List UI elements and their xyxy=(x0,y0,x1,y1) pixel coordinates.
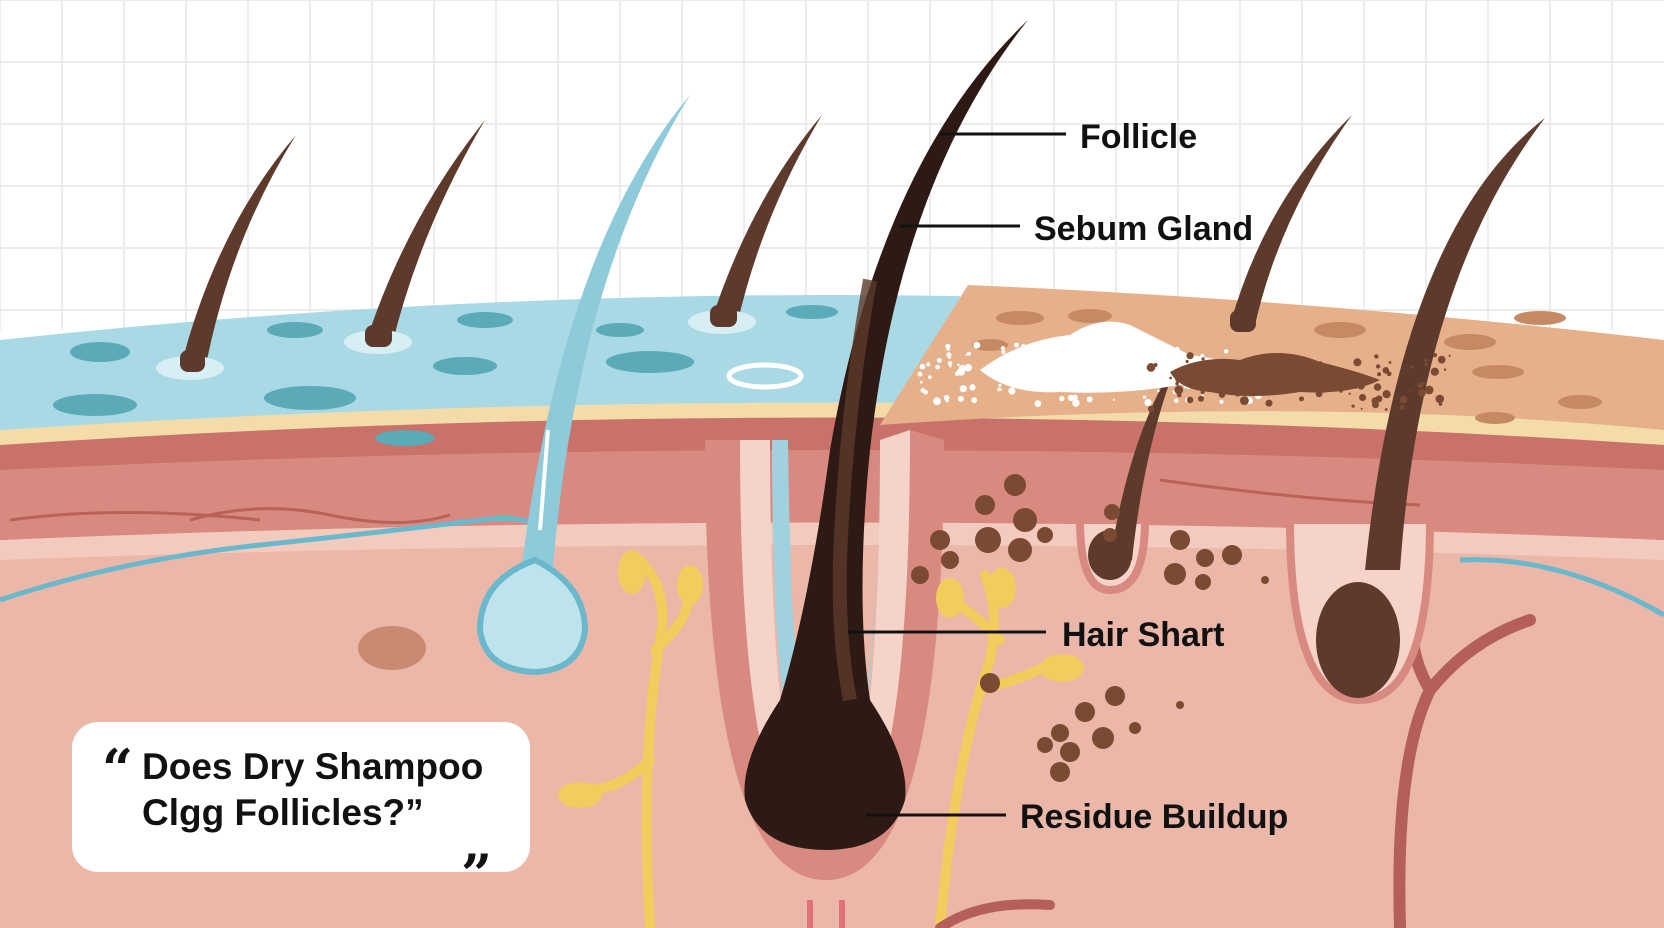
question-line-1: Does Dry Shampoo xyxy=(142,746,484,787)
nerve-line-left xyxy=(0,515,547,603)
blue-hair-shaft xyxy=(520,95,690,580)
nerve-line-right xyxy=(1459,557,1664,618)
skin-spot xyxy=(358,626,426,670)
main-hair-shaft xyxy=(744,20,1028,850)
residue-particles xyxy=(911,474,1269,782)
question-card: “ Does Dry Shampoo Clgg Follicles?” „ xyxy=(72,722,530,872)
callout-lines xyxy=(848,132,1066,817)
dermis-texture-left xyxy=(9,511,261,522)
nerve-ends xyxy=(558,550,1084,808)
close-quote-mark: „ xyxy=(462,811,494,875)
vessel-root xyxy=(807,900,845,928)
dirty-pores xyxy=(972,309,1602,424)
question-line-2: Clgg Follicles?” xyxy=(142,792,424,833)
blood-vessel-curve xyxy=(935,899,1055,928)
main-hair-highlight xyxy=(832,278,877,702)
pore-ring-4 xyxy=(726,362,804,390)
label-hair-shaft: Hair Shart xyxy=(1062,616,1225,654)
left-hair-roots xyxy=(180,305,737,372)
blue-hair-highlight xyxy=(538,429,550,531)
label-residue-buildup: Residue Buildup xyxy=(1020,798,1288,836)
blue-hair-bulb xyxy=(476,556,589,676)
dermis-texture-mid xyxy=(189,507,451,524)
residue-brown-grime xyxy=(1146,352,1451,412)
open-quote-mark: “ xyxy=(102,737,134,801)
right-hairs xyxy=(1088,115,1545,698)
label-sebum-gland: Sebum Gland xyxy=(1034,210,1253,248)
label-follicle: Follicle xyxy=(1080,118,1197,156)
background-grid xyxy=(0,0,1664,330)
left-hairs xyxy=(180,115,822,370)
clean-pores xyxy=(53,305,838,446)
